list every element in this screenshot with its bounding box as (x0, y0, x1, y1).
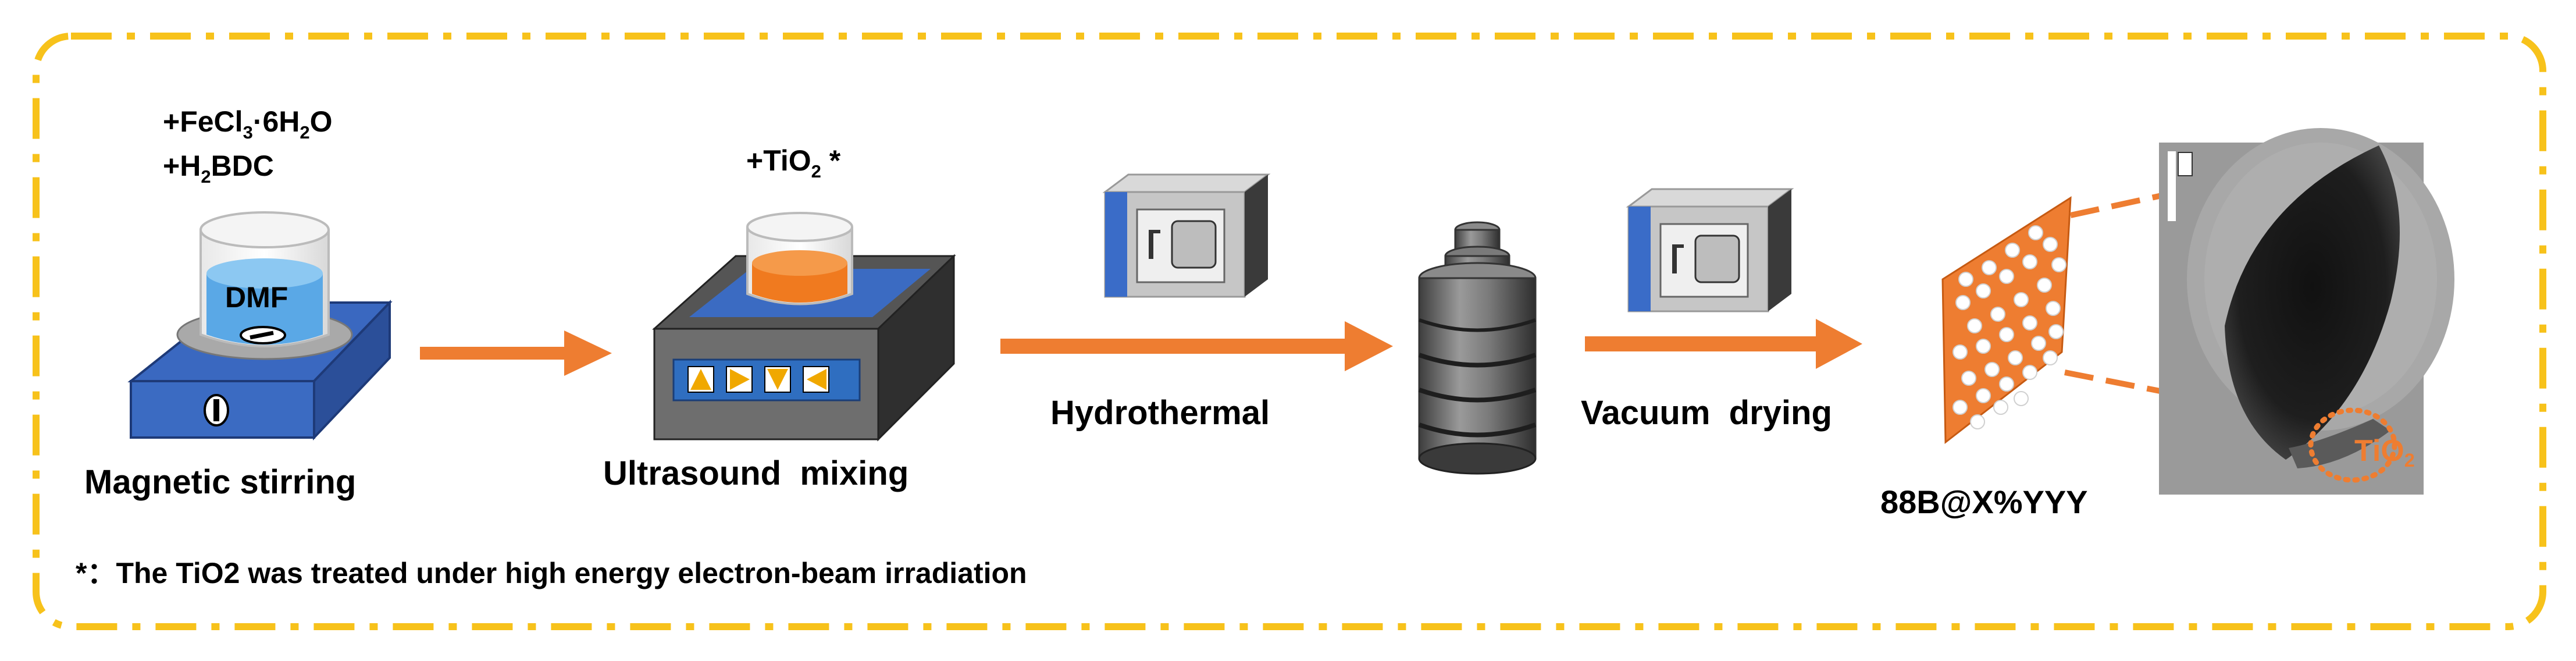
caption-hydrothermal: Hydrothermal (1050, 394, 1270, 432)
composite-sheet-icon (1941, 196, 2072, 445)
autoclave-icon (1418, 221, 1537, 475)
arrow-2 (1000, 321, 1393, 371)
oven-icon-2 (1626, 188, 1794, 312)
tem-tio2-label: TiO2 (2354, 434, 2415, 471)
caption-product: 88B@X%YYY (1880, 484, 2088, 520)
caption-ultrasound-mixing: Ultrasound mixing (603, 454, 909, 492)
caption-vacuum-drying: Vacuum drying (1581, 394, 1832, 432)
reagent-h2bdc: +H2BDC (163, 150, 274, 187)
tem-image-icon (2159, 128, 2454, 495)
outer-frame (33, 33, 2546, 630)
arrow-1 (420, 330, 612, 376)
reagent-fecl3: +FeCl3·6H2O (163, 105, 333, 143)
reagent-tio2: +TiO2 * (746, 144, 841, 182)
oven-icon (1102, 173, 1271, 298)
arrow-3 (1585, 319, 1862, 369)
footnote: *：The TiO2 was treated under high energy… (76, 557, 1027, 589)
solvent-label: DMF (225, 281, 288, 314)
caption-magnetic-stirring: Magnetic stirring (84, 463, 357, 501)
ultrasonic-bath-icon (652, 212, 956, 442)
magnetic-stirrer-icon (127, 211, 393, 441)
